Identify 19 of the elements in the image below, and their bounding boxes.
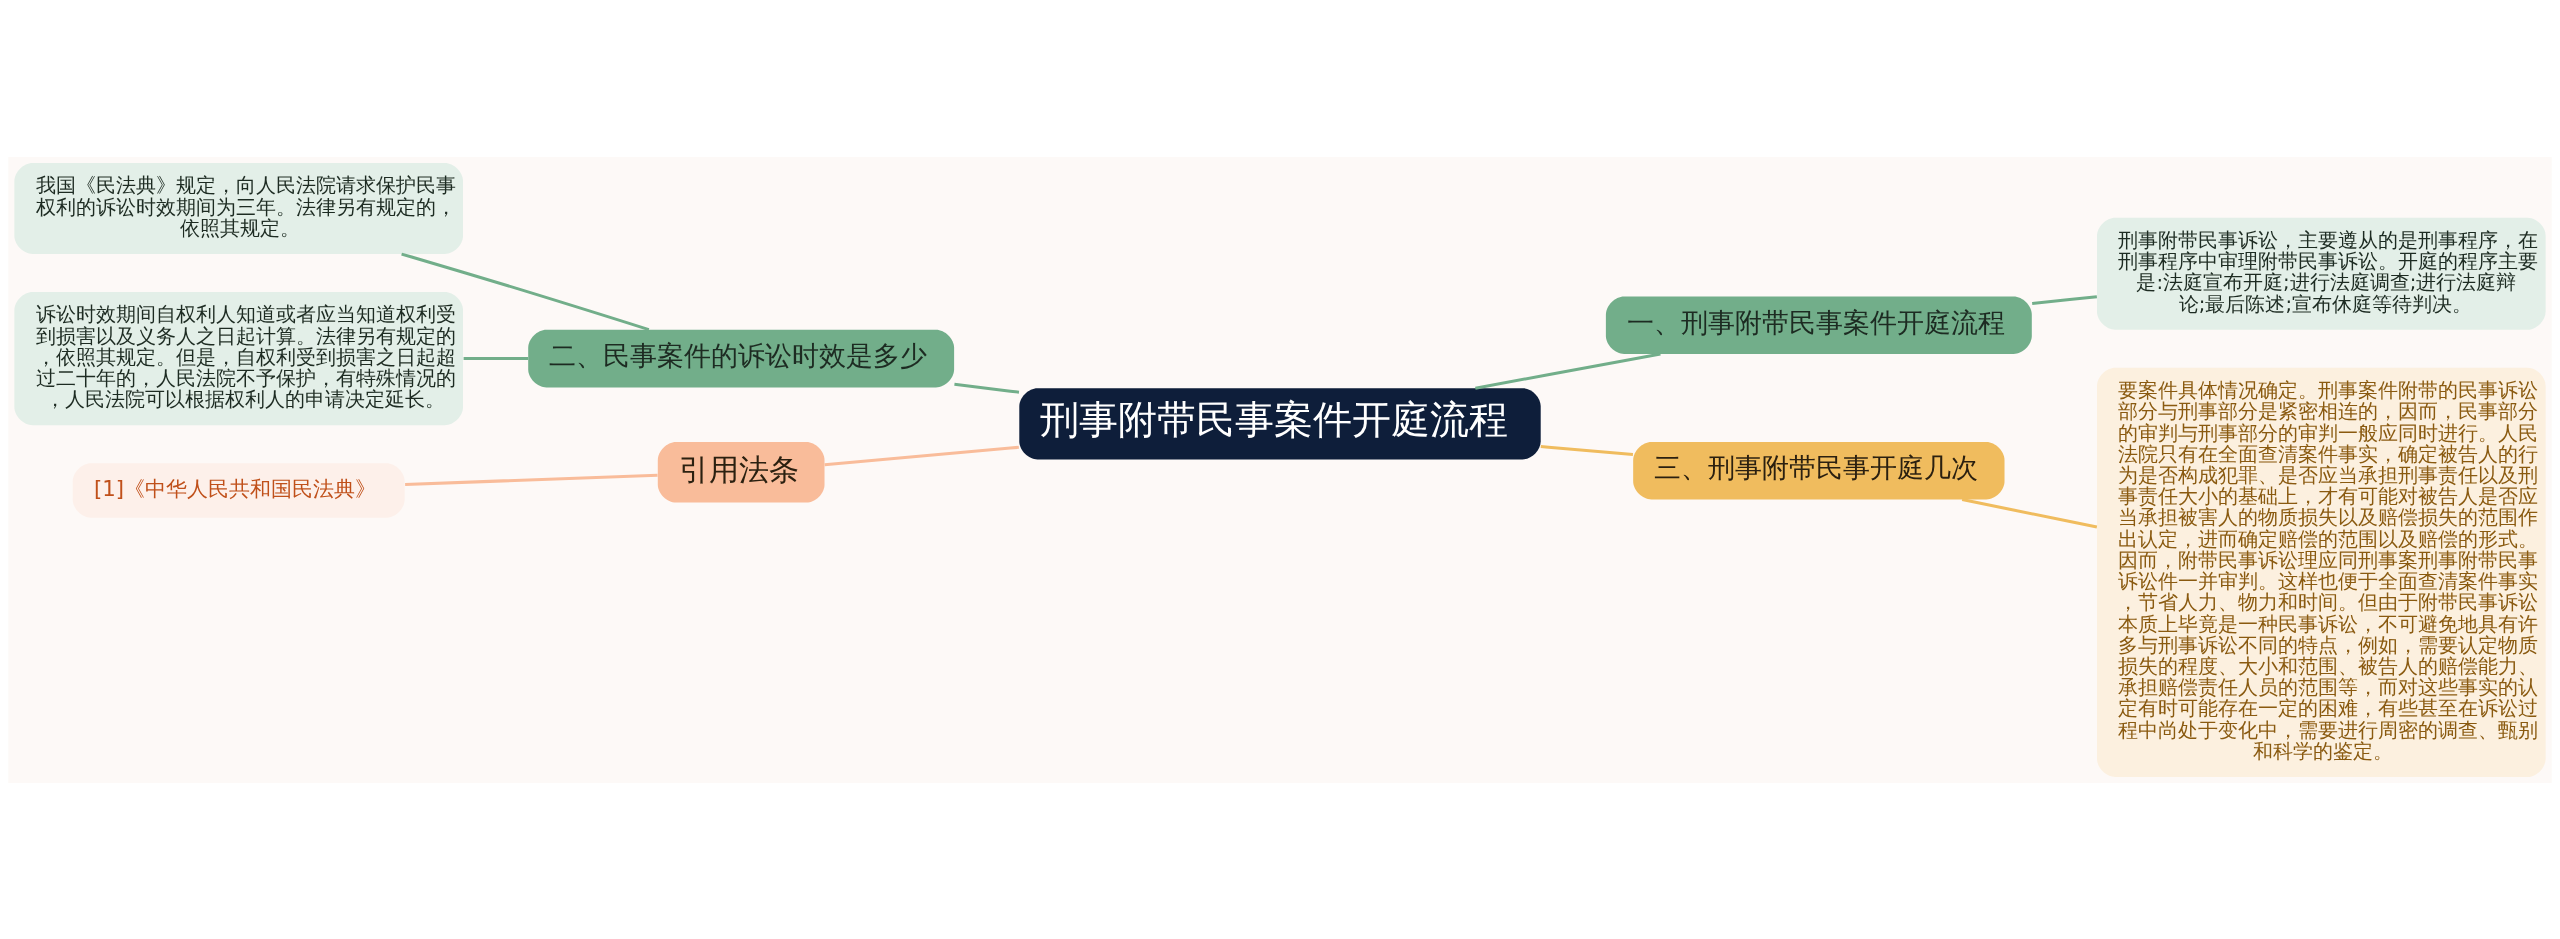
node-box: 要案件具体情况确定。刑事案件附带的民事诉讼部分与刑事部分是紧密相连的，因而，民事部分的审判与刑事部分的审判一般应同时进行。人民法院只有在全面查清案件事实，确定被告人的行为是否构成犯罪、是否应当承担刑事责任以及刑事责任大小的基础上，才有可能对被告人是否应当承担被害人的物质损失以及赔偿损失的范围作出认定，进而确定赔偿的范围以及赔偿的形式。因而，附带民事诉讼理应同刑事案刑事附带民事诉讼件一并审判。这样也便于全面查清案件事实，节省人力、物力和时间。但由于附带民事诉讼本质上毕竟是一种民事诉讼，不可避免地具有许多与刑事诉讼不同的特点，例如，需要认定物质损失的程度、大小和范围、被告人的赔偿能力、承担赔偿责任人员的范围等，而对这些事实的认定有时可能存在一定的困难，有些甚至在诉讼过程中尚处于变化中，需要进行周密的调查、甄别和科学的鉴定。	[2097, 367, 2546, 777]
node-box: 刑事附带民事诉讼，主要遵从的是刑事程序，在刑事程序中审理附带民事诉讼。开庭的程序主要是:法庭宣布开庭;进行法庭调查;进行法庭辩论;最后陈述;宣布休庭等待判决。	[2097, 217, 2546, 330]
node-box: 引用法条	[657, 441, 825, 503]
connector	[954, 382, 1020, 394]
connector	[2032, 294, 2097, 305]
node-box: 我国《民法典》规定，向人民法院请求保护民事权利的诉讼时效期间为三年。法律另有规定的，依照其规定。	[14, 162, 463, 254]
connector	[824, 445, 1019, 466]
node-box: 二、民事案件的诉讼时效是多少	[528, 329, 955, 387]
connector	[1540, 444, 1634, 456]
node-box: 一、刑事附带民事案件开庭流程	[1605, 295, 2032, 354]
node-box: 刑事附带民事案件开庭流程	[1019, 387, 1541, 459]
connector	[1475, 352, 1661, 390]
connector	[1961, 497, 2098, 528]
connector	[401, 252, 650, 331]
connector	[405, 473, 658, 486]
node-box: [1]《中华人民共和国民法典》	[72, 462, 405, 518]
node-box: 诉讼时效期间自权利人知道或者应当知道权利受到损害以及义务人之日起计算。法律另有规定的，依照其规定。但是，自权利受到损害之日起超过二十年的，人民法院不予保护，有特殊情况的，人民法院可以根据权利人的申请决定延长。	[14, 291, 463, 425]
node-box: 三、刑事附带民事开庭几次	[1633, 441, 2005, 500]
connector	[463, 356, 529, 360]
